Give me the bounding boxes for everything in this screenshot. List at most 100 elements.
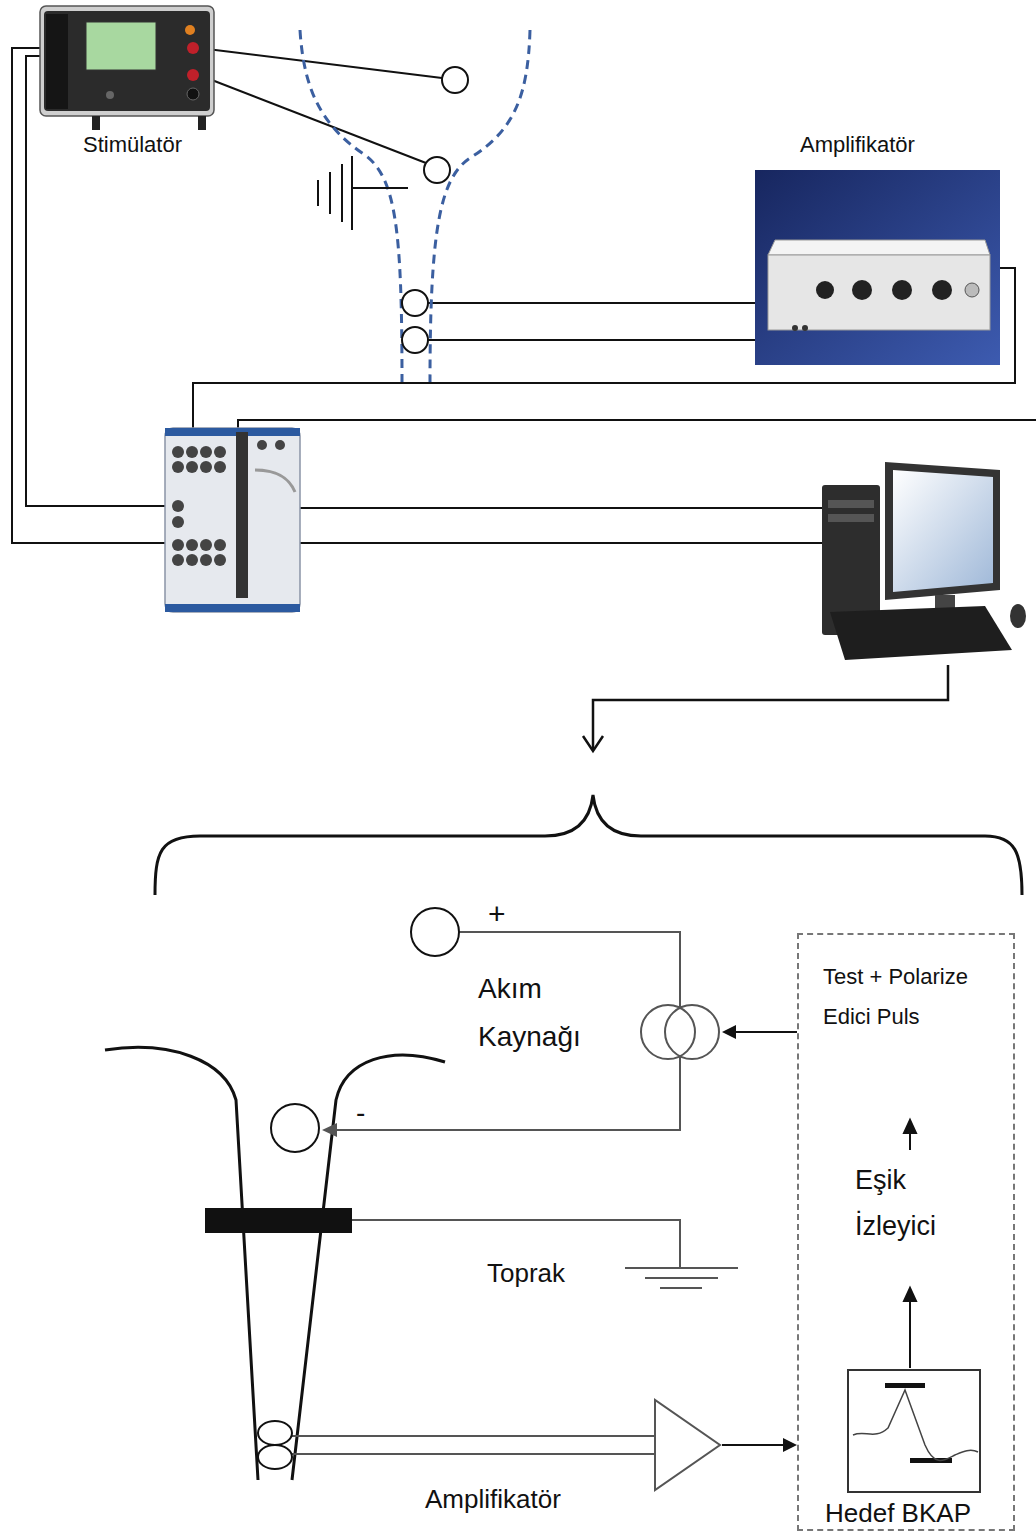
daq-device (172, 516, 184, 528)
node-label: Hedef BKAP (825, 1498, 971, 1529)
current-source-symbol (641, 1005, 695, 1059)
wire (336, 1056, 680, 1130)
daq-device (172, 440, 285, 566)
stimulator-device (40, 6, 214, 116)
polarity-sign: - (356, 1096, 365, 1130)
daq-device (275, 440, 285, 450)
flow-arrow (583, 736, 603, 751)
amplifier-device (852, 280, 872, 300)
nerve-outline (300, 30, 530, 382)
electrode (411, 908, 459, 956)
electrode (271, 1104, 319, 1152)
daq-device (172, 554, 184, 566)
flow-arrow (909, 1300, 911, 1368)
daq-device (200, 539, 212, 551)
waveform-box (848, 1370, 980, 1492)
bracket (155, 795, 1022, 895)
arrowhead (783, 1438, 797, 1452)
flow-arrow (593, 665, 948, 750)
amplifier-device (768, 240, 990, 255)
amplifier-symbol-node: Amplifikatör (420, 1398, 722, 1523)
node-label: Test + Polarize Edici Puls (823, 957, 998, 1037)
amplifier-device (816, 281, 834, 299)
ground-band (205, 1208, 352, 1233)
wire (300, 507, 822, 509)
nerve-outline (300, 30, 402, 382)
daq-device (214, 554, 226, 566)
stimulator-device (44, 11, 210, 111)
amplifier-device (932, 280, 952, 300)
control-box: Test + Polarize Edici PulsEşik İzleyiciH… (797, 933, 1015, 1531)
ground-symbol (341, 164, 343, 222)
arrowhead (722, 1025, 736, 1039)
amplifier-device (802, 325, 808, 331)
stimulator-device (187, 42, 199, 54)
electrode (258, 1421, 292, 1445)
daq-device (172, 500, 184, 512)
node-label: Akım Kaynağı (478, 965, 628, 1061)
stimulator-device (92, 116, 100, 130)
waveform-box (853, 1390, 978, 1461)
node-label: Eşik İzleyici (855, 1157, 975, 1249)
wire (199, 48, 442, 78)
wire (292, 932, 680, 1454)
ground-symbol (329, 172, 331, 214)
daq-device (214, 446, 226, 458)
stimulator-device (106, 91, 114, 99)
wire (300, 542, 822, 544)
electrode (424, 157, 450, 183)
computer (1010, 604, 1026, 628)
ground-symbol (351, 156, 353, 230)
daq-device (214, 539, 226, 551)
ground-symbol (645, 1277, 718, 1279)
daq-device (165, 428, 300, 612)
amplifier-device (792, 325, 798, 331)
waveform-box (848, 1370, 980, 1492)
stimulator-node: Stimülatör (28, 0, 228, 165)
daq-device (172, 539, 184, 551)
flow-arrow (904, 1120, 916, 1133)
computer (885, 462, 1000, 600)
wire (292, 1435, 655, 1437)
daq-device (172, 446, 184, 458)
stimulator-device (198, 116, 206, 130)
daq-device (186, 539, 198, 551)
electrode (258, 908, 459, 1469)
daq-device (165, 604, 300, 612)
stimulator-device (86, 22, 156, 70)
connector (722, 1025, 797, 1039)
waveform-box (885, 1383, 925, 1388)
daq-device (255, 470, 295, 492)
ground-symbol (625, 1267, 738, 1269)
electrode (402, 327, 428, 353)
daq-device (172, 461, 184, 473)
current-source-node: Akım Kaynağı (470, 965, 722, 1065)
daq-device (200, 554, 212, 566)
wire (292, 1453, 655, 1455)
daq-device (200, 461, 212, 473)
node-label: Amplifikatör (800, 132, 915, 158)
daq-device (165, 428, 300, 436)
computer (828, 514, 874, 522)
amplifier-device (892, 280, 912, 300)
computer (828, 500, 874, 508)
ground-symbol (625, 1268, 738, 1288)
node-label: Stimülatör (83, 132, 182, 158)
amplifier-device (965, 283, 979, 297)
daq-device (186, 554, 198, 566)
flow-arrow (583, 665, 948, 751)
nerve-outline (105, 1047, 258, 1480)
target-waveform-box: Hedef BKAP (823, 1370, 1013, 1532)
nerve-outline (105, 1047, 445, 1480)
flow-arrow (904, 1288, 916, 1301)
ground-symbol (318, 156, 408, 230)
daq-device (236, 432, 248, 598)
node-label: Amplifikatör (425, 1484, 561, 1515)
daq-device (165, 428, 300, 612)
computer (822, 462, 1026, 660)
wire (12, 48, 170, 543)
connector-line (734, 1031, 797, 1033)
